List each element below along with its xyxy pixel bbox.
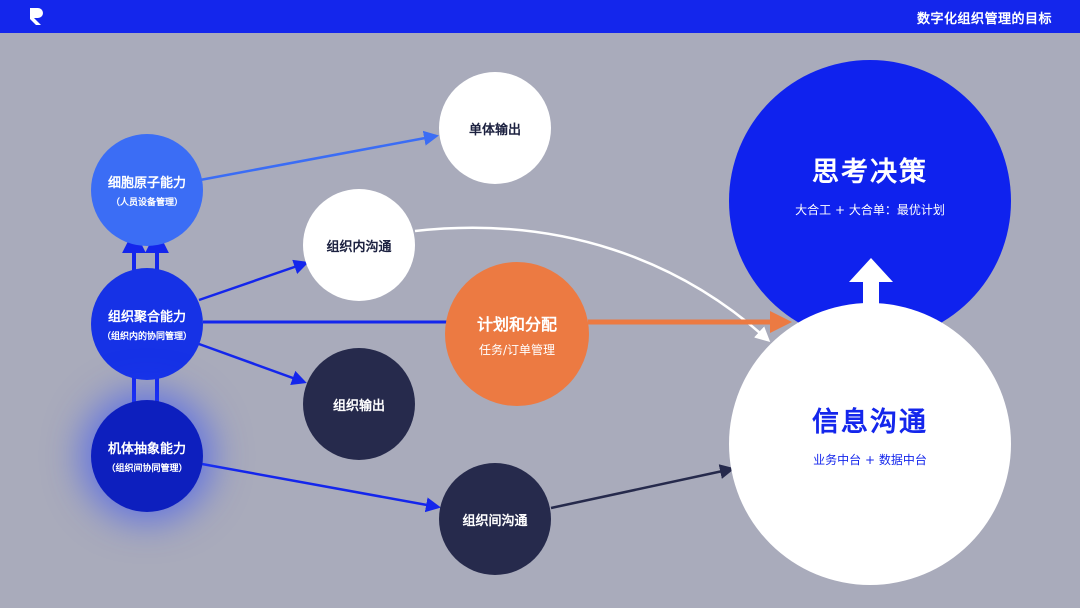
- node-organism-capability: 机体抽象能力 （组织间协同管理）: [91, 400, 203, 512]
- arrow-inter-to-info: [550, 464, 735, 510]
- node-subtitle: （人员设备管理）: [110, 198, 183, 208]
- node-title: 单体输出: [468, 122, 521, 138]
- node-aggregate-capability: 组织聚合能力 （组织内的协同管理）: [91, 268, 203, 380]
- logo-icon: [30, 8, 43, 25]
- arrow-up-icon: [849, 258, 893, 306]
- node-title: 机体抽象能力: [107, 442, 186, 457]
- node-title: 组织输出: [332, 398, 385, 414]
- node-title: 组织间沟通: [462, 513, 528, 529]
- top-bar: 数字化组织管理的目标: [0, 0, 1080, 33]
- node-info-communication: 信息沟通 业务中台 + 数据中台: [729, 303, 1011, 585]
- node-subtitle: 任务/订单管理: [478, 342, 556, 357]
- node-title: 信息沟通: [812, 407, 928, 438]
- node-subtitle: （组织内的协同管理）: [101, 332, 192, 342]
- node-cell-capability: 细胞原子能力 （人员设备管理）: [91, 134, 203, 246]
- node-inner-communication: 组织内沟通: [303, 189, 415, 301]
- node-title: 计划和分配: [476, 314, 557, 334]
- arrow-agg-to-output: [198, 342, 307, 385]
- arrow-inner-to-info: [414, 226, 771, 343]
- node-subtitle: （组织间协同管理）: [106, 464, 188, 474]
- node-org-output: 组织输出: [303, 348, 415, 460]
- node-plan-allocation: 计划和分配 任务/订单管理: [445, 262, 589, 406]
- arrow-agg-to-inner: [198, 259, 309, 302]
- arrow-cell-to-single: [199, 130, 439, 182]
- node-subtitle: 业务中台 + 数据中台: [813, 453, 927, 467]
- arrow-org-to-inter: [201, 462, 441, 513]
- node-title: 组织聚合能力: [107, 310, 186, 325]
- arrow-plan-to-info-head: [770, 311, 792, 333]
- node-single-output: 单体输出: [439, 72, 551, 184]
- node-inter-communication: 组织间沟通: [439, 463, 551, 575]
- node-subtitle: 大合工 + 大合单：最优计划: [795, 203, 945, 217]
- node-title: 细胞原子能力: [107, 176, 186, 191]
- node-title: 思考决策: [812, 157, 928, 188]
- node-title: 组织内沟通: [326, 239, 392, 255]
- page-title: 数字化组织管理的目标: [916, 12, 1052, 27]
